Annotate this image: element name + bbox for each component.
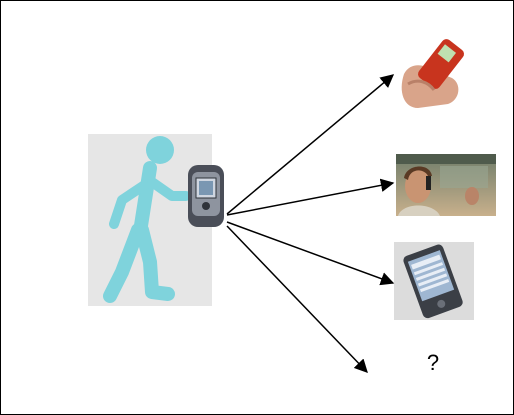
person-on-phone-icon [396,154,496,216]
arrow-to-target-3 [226,221,395,286]
mobile-phone-icon [188,165,224,227]
unknown-device-label: ? [426,350,440,375]
arrow-to-target-2 [226,178,395,216]
pda-handheld-icon [394,242,474,320]
arrow-to-unknown [226,225,368,373]
hand-holding-phone-icon [394,28,472,112]
walking-stick-figure-icon [88,134,212,306]
arrow-to-target-1 [226,74,395,215]
